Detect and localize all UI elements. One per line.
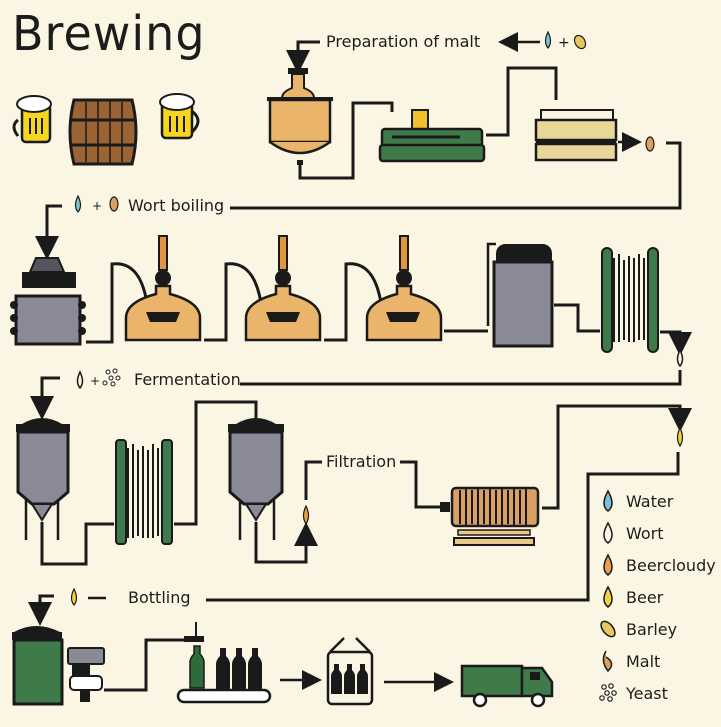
steeping-tank: [267, 68, 333, 165]
flow-line: [35, 204, 62, 260]
water-drop-icon: [603, 489, 613, 512]
flow-line: [204, 262, 264, 342]
flow-line: [324, 262, 384, 342]
flow-line: [304, 460, 322, 500]
flow-line: [254, 522, 318, 564]
malt-grain-icon: [645, 136, 655, 152]
flow-line: [660, 330, 692, 356]
legend-item-beer: Beer: [598, 581, 716, 613]
water-drop-icon: [74, 194, 82, 213]
step-label-bottling: Bottling: [128, 588, 191, 607]
wort-drop-icon: [603, 521, 613, 544]
flow-line: [400, 460, 440, 509]
fermenter: [16, 418, 70, 540]
yeast-icon: [102, 368, 121, 387]
wort-kettle: [365, 235, 443, 342]
lauter-tun: [244, 235, 322, 342]
beer-cloudy-drop-icon: [302, 504, 310, 526]
flow-line: [286, 40, 320, 74]
legend-item-malt: Malt: [598, 645, 716, 677]
step-label-fermentation: Fermentation: [134, 370, 241, 389]
beer-drop-icon: [70, 587, 78, 606]
water-drop-icon: [544, 30, 552, 49]
plus-sign: +: [92, 199, 102, 213]
step-label-malt-preparation: Preparation of malt: [326, 32, 481, 51]
malt-grain-icon: [109, 196, 119, 212]
step-label-filtration: Filtration: [326, 452, 397, 471]
packaging-crate: [326, 637, 374, 706]
flow-line: [206, 452, 680, 602]
legend-label: Beercloudy: [626, 555, 716, 575]
delivery-truck: [460, 664, 554, 708]
flow-line: [104, 638, 184, 692]
legend-label: Water: [626, 491, 674, 511]
legend-label: Malt: [626, 651, 661, 671]
barrel-icon: [68, 98, 138, 166]
legend-item-barley: Barley: [598, 613, 716, 645]
legend-item-water: Water: [598, 485, 716, 517]
legend-label: Wort: [626, 523, 664, 543]
flow-line: [240, 370, 682, 386]
legend-item-beer-cloudy: Beercloudy: [598, 549, 716, 581]
flow-line: [542, 404, 692, 510]
beer-drop-icon: [676, 426, 684, 448]
beer-mug-icon: [12, 95, 52, 144]
plate-heat-exchanger: [115, 439, 173, 545]
flow-line: [486, 66, 558, 137]
legend-label: Barley: [626, 619, 678, 639]
mill: [10, 257, 86, 346]
barley-grain-icon: [573, 34, 587, 50]
legend: Water Wort Beercloudy Beer Barley Malt Y…: [598, 485, 716, 709]
plus-sign: +: [558, 35, 570, 51]
bottling-line: [176, 622, 272, 704]
flow-line: [174, 400, 258, 526]
step-label-wort-boiling: Wort boiling: [128, 196, 225, 215]
mash-tun: [124, 235, 202, 342]
flow-line: [554, 303, 600, 333]
whirlpool-tank: [486, 242, 554, 348]
page-title: Brewing: [12, 4, 206, 62]
barley-grain-icon: [600, 620, 616, 638]
plus-sign: +: [90, 374, 100, 388]
beer-drop-icon: [603, 585, 613, 608]
legend-item-wort: Wort: [598, 517, 716, 549]
germination-box: [378, 109, 486, 163]
legend-label: Yeast: [626, 683, 668, 703]
wort-cooler: [601, 247, 659, 353]
bright-beer-tank: [12, 626, 105, 706]
maturation-tank: [228, 418, 284, 540]
yeast-icon: [599, 683, 617, 702]
flow-line: [230, 141, 682, 210]
flow-line: [28, 594, 54, 626]
filter-press: [440, 486, 540, 546]
flow-line: [30, 376, 60, 420]
beer-cloudy-drop-icon: [603, 553, 613, 576]
malt-grain-icon: [602, 650, 613, 673]
kiln: [534, 109, 618, 162]
wort-drop-icon: [676, 348, 684, 368]
flow-line: [40, 522, 114, 566]
flow-line: [298, 101, 394, 180]
legend-item-yeast: Yeast: [598, 677, 716, 709]
legend-label: Beer: [626, 587, 664, 607]
beer-mug-icon: [159, 93, 200, 140]
wort-drop-icon: [76, 370, 84, 390]
